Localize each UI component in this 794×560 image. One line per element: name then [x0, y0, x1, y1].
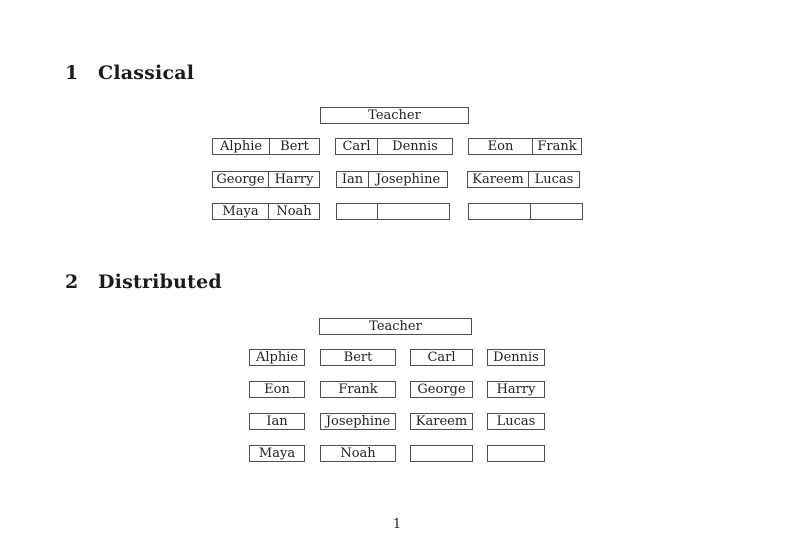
desk-seat-right: Harry	[274, 172, 314, 187]
desk-seat-right	[531, 204, 582, 219]
desk-seat-right: Lucas	[534, 172, 574, 187]
seat-box: Bert	[320, 349, 396, 366]
section-heading-distributed: 2 Distributed	[65, 271, 222, 294]
seat-box: Eon	[249, 381, 305, 398]
seat-box: Harry	[487, 381, 545, 398]
section-number: 2	[65, 271, 79, 293]
seat-box: Noah	[320, 445, 396, 462]
desk-box: Alphie Bert	[212, 138, 320, 155]
seat-box: Josephine	[320, 413, 396, 430]
desk-seat-right	[378, 204, 449, 219]
desk-box: Eon Frank	[468, 138, 582, 155]
desk-seat-right: Josephine	[375, 172, 441, 187]
seat-box: Frank	[320, 381, 396, 398]
desk-seat-left	[337, 204, 378, 219]
desk-box: Kareem Lucas	[467, 171, 580, 188]
desk-seat-left: Alphie	[213, 139, 270, 154]
section-title: Distributed	[98, 271, 222, 293]
teacher-box: Teacher	[319, 318, 472, 335]
desk-box: Carl Dennis	[335, 138, 453, 155]
seat-box: George	[410, 381, 473, 398]
page-number: 1	[392, 517, 402, 532]
seat-box-empty	[487, 445, 545, 462]
seat-box: Maya	[249, 445, 305, 462]
desk-box-empty	[336, 203, 450, 220]
desk-seat-left: Eon	[469, 139, 533, 154]
section-number: 1	[65, 62, 79, 84]
seat-box-empty	[410, 445, 473, 462]
desk-seat-left: George	[213, 172, 269, 187]
seat-box: Dennis	[487, 349, 545, 366]
desk-box-empty	[468, 203, 583, 220]
section-heading-classical: 1 Classical	[65, 62, 194, 85]
teacher-box: Teacher	[320, 107, 469, 124]
seat-box: Carl	[410, 349, 473, 366]
desk-seat-left: Maya	[213, 204, 269, 219]
desk-seat-left: Kareem	[468, 172, 529, 187]
seat-box: Lucas	[487, 413, 545, 430]
desk-seat-left: Carl	[336, 139, 378, 154]
desk-seat-left: Ian	[337, 172, 369, 187]
seat-box: Alphie	[249, 349, 305, 366]
desk-seat-right: Bert	[280, 139, 309, 154]
desk-seat-right: Dennis	[392, 139, 438, 154]
desk-box: George Harry	[212, 171, 320, 188]
desk-seat-right: Frank	[537, 139, 577, 154]
desk-seat-right: Noah	[276, 204, 312, 219]
section-title: Classical	[98, 62, 195, 84]
desk-box: Maya Noah	[212, 203, 320, 220]
desk-seat-left	[469, 204, 531, 219]
seat-box: Ian	[249, 413, 305, 430]
seat-box: Kareem	[410, 413, 473, 430]
desk-box: Ian Josephine	[336, 171, 448, 188]
